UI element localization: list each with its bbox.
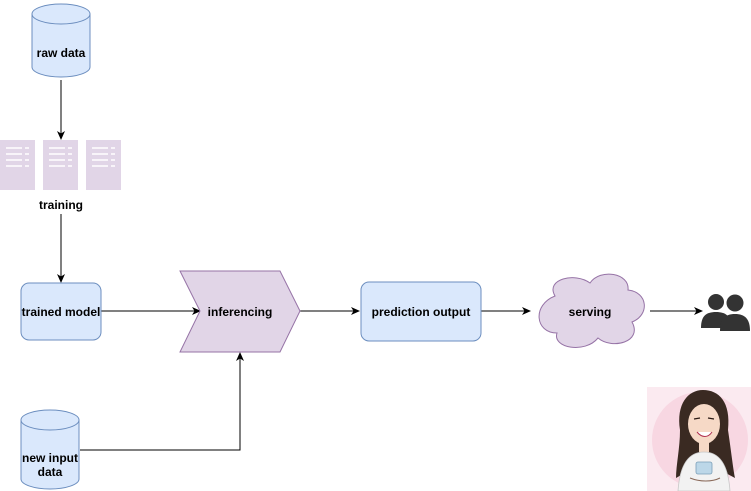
training-label: training [39, 198, 83, 212]
documents-icon[interactable] [0, 140, 121, 190]
edge-new-input-to-inferencing[interactable] [80, 352, 244, 451]
raw-data-label: raw data [37, 46, 86, 60]
document-icon [0, 140, 35, 190]
new-input-data-label-line1: new input [22, 451, 78, 465]
trained-model-label: trained model [22, 305, 101, 319]
raw-data-node[interactable]: raw data [31, 3, 91, 78]
training-label-bg [36, 197, 86, 211]
inferencing-node[interactable]: inferencing [179, 270, 301, 353]
prediction-output-label: prediction output [372, 305, 471, 319]
caricature-avatar [647, 387, 751, 491]
users-icon[interactable] [701, 294, 750, 331]
document-icon [43, 140, 78, 190]
prediction-output-node[interactable]: prediction output [360, 281, 482, 342]
trained-model-node[interactable]: trained model [20, 282, 102, 341]
new-input-data-label-line2: data [38, 465, 63, 479]
new-input-data-node[interactable]: new input data [20, 409, 80, 490]
serving-label: serving [569, 305, 612, 319]
edges [57, 80, 703, 451]
document-icon [86, 140, 121, 190]
serving-node[interactable]: serving [538, 273, 645, 348]
inferencing-label: inferencing [208, 305, 273, 319]
